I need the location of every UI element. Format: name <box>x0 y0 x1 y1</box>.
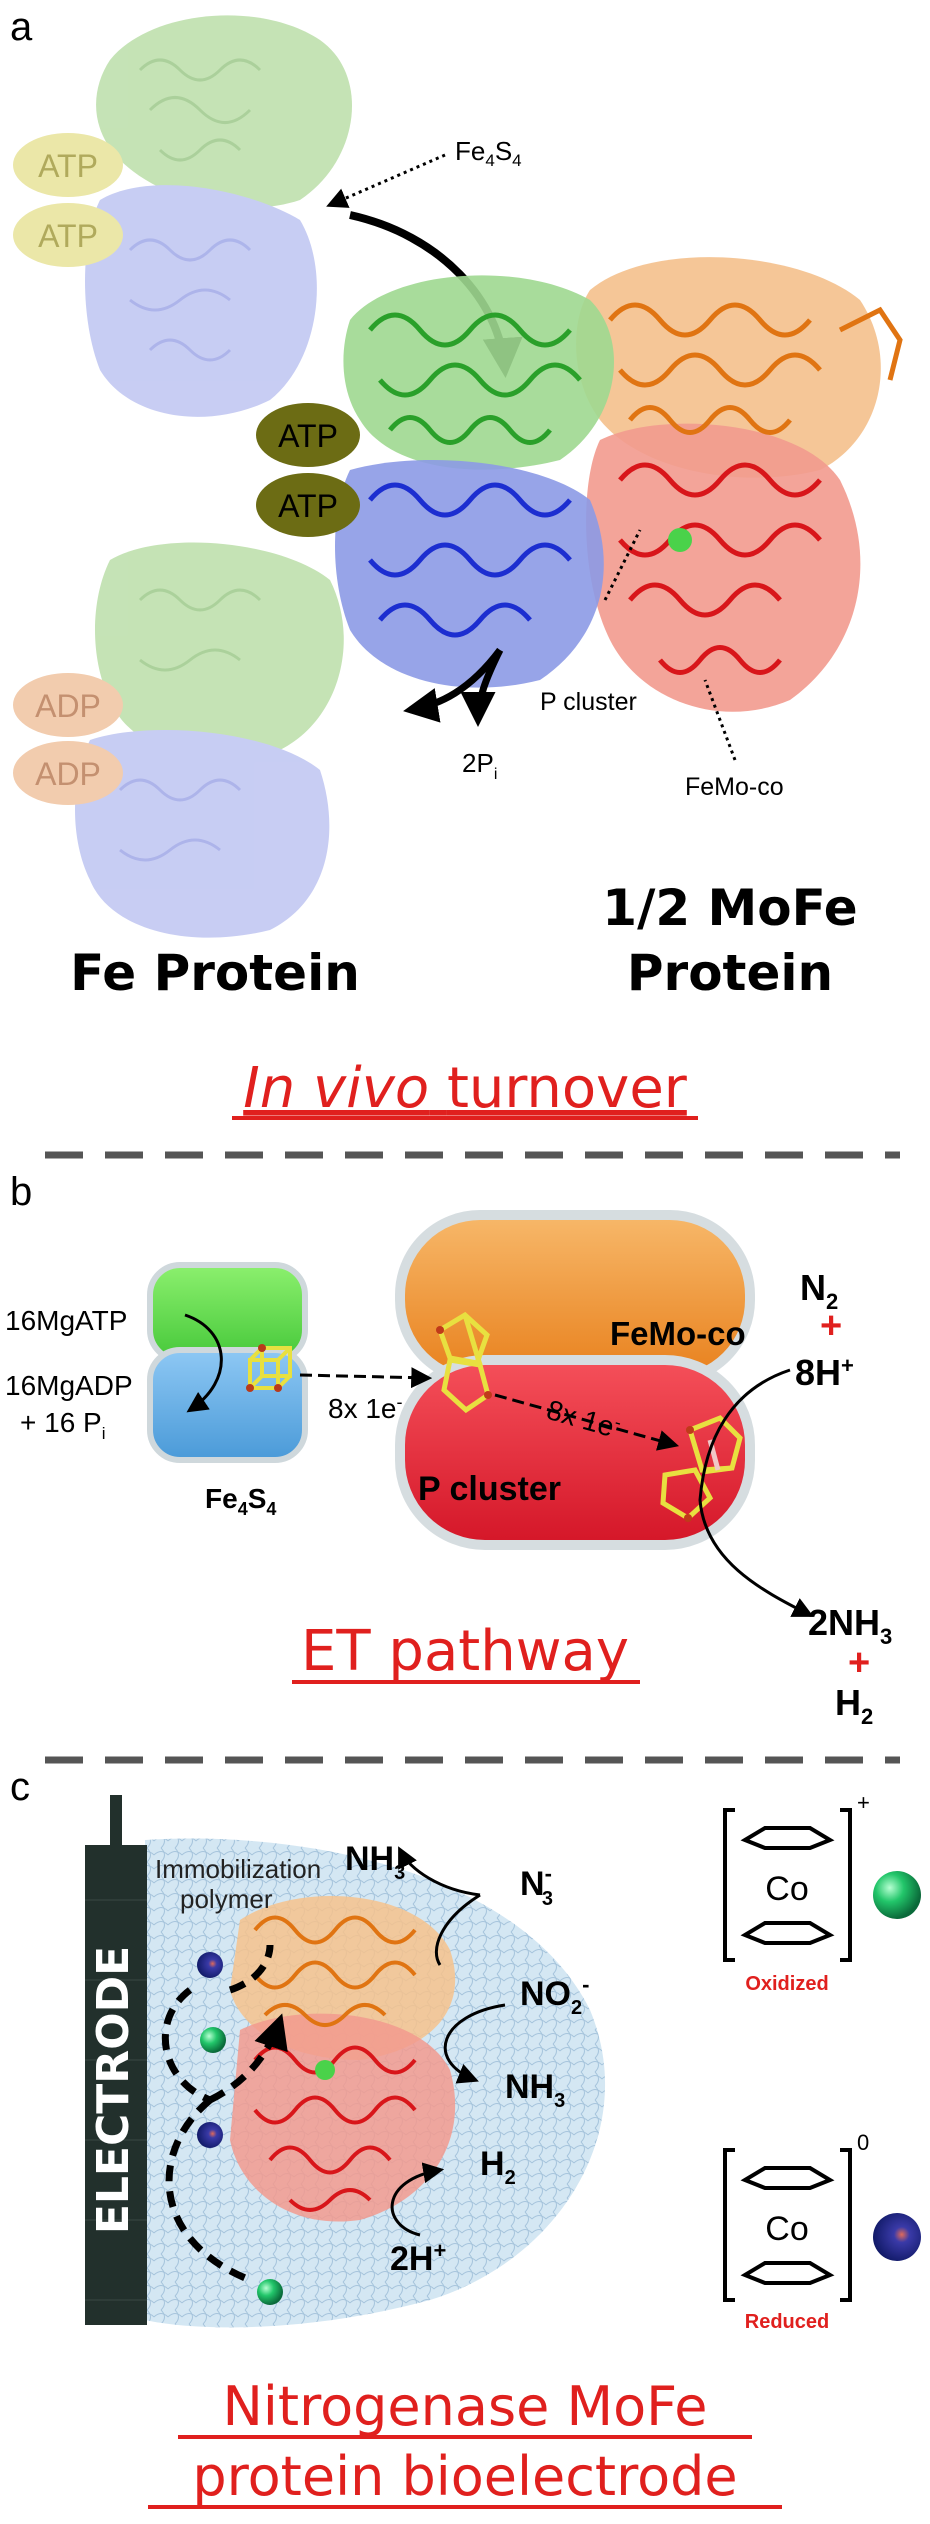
nh3-mid-label: NH3 <box>505 2068 565 2112</box>
fe-protein-blue-pill <box>147 1347 308 1463</box>
atp-faded-1 <box>13 133 123 197</box>
faded-fe-protein-top <box>85 15 353 417</box>
mediator-oxidized-1 <box>200 2027 226 2053</box>
nh3-top-label: NH3 <box>345 1840 405 1884</box>
substrate-arrow <box>698 1368 814 1617</box>
atp-active-2-label: ATP <box>278 488 338 524</box>
mediator-path-1 <box>161 1987 212 2104</box>
p-cluster-label-a: P cluster <box>540 688 637 716</box>
fe4s4-label-b: Fe4S4 <box>205 1483 276 1519</box>
mgatp-label: 16MgATP <box>5 1305 127 1336</box>
n2-label: N2 <box>800 1267 838 1314</box>
h-plus-label: 8H+ <box>795 1352 854 1393</box>
mgadp-label-line1: 16MgADP <box>5 1370 133 1401</box>
cobaltocenium-oxidized <box>723 1808 852 1962</box>
atp-faded-2 <box>13 203 123 267</box>
et-label-1: 8x 1e- <box>328 1392 403 1424</box>
femoco-label-a: FeMo-co <box>685 773 784 801</box>
p-cluster-structure <box>436 1311 492 1414</box>
mofe-label-line2: Protein <box>627 944 833 1002</box>
plus-label-2: + <box>848 1642 870 1684</box>
atp-faded-1-label: ATP <box>38 148 98 184</box>
cobaltocene-reduced <box>723 2148 852 2302</box>
panel-b-letter: b <box>10 1170 32 1214</box>
release-arrow-2 <box>460 648 504 727</box>
panel-c-letter: c <box>10 1765 30 1809</box>
fe4s4-cluster <box>246 1344 292 1392</box>
panel-c-title-line2: protein bioelectrode <box>192 2445 737 2508</box>
h2-label-c: H2 <box>480 2145 516 2189</box>
adp-faded-2-label: ADP <box>35 756 101 792</box>
co-label-reduced: Co <box>765 2210 808 2248</box>
p-cluster-label-b: P cluster <box>418 1470 561 1508</box>
atp-active-1-label: ATP <box>278 418 338 454</box>
mediator-path-2 <box>228 1944 274 1994</box>
atp-faded-2-label: ATP <box>38 218 98 254</box>
oxidized-charge: + <box>857 1790 870 1815</box>
reduced-mediator-ball <box>873 2213 921 2261</box>
atp-cycle-arrow <box>184 1313 223 1413</box>
electrode-bar <box>85 1845 147 2325</box>
electrode-lead <box>110 1795 122 1850</box>
fe4s4-pointer <box>326 153 446 208</box>
mofe-label-line1: 1/2 MoFe <box>602 879 857 937</box>
pi-label: 2Pi <box>462 748 497 783</box>
fe-protein-green-pill <box>147 1262 308 1363</box>
atp-active-2 <box>256 473 360 537</box>
nitrite-label: NO2- <box>520 1972 589 2019</box>
reduced-label: Reduced <box>745 2311 829 2333</box>
faded-fe-protein-bottom <box>75 542 344 938</box>
fe-protein <box>335 275 614 688</box>
nitrite-arrow <box>443 2003 506 2084</box>
mediator-path-3 <box>165 2097 252 2284</box>
plus-label-1: + <box>820 1305 842 1347</box>
azide-label: N-3 <box>520 1861 553 1910</box>
electrode-label: ELECTRODE <box>88 1946 139 2234</box>
femoco-pointer <box>703 679 737 761</box>
h2-label-b: H2 <box>835 1682 873 1729</box>
et-arrow-2 <box>494 1393 680 1451</box>
polymer-label-line1: Immobilization <box>155 1854 321 1884</box>
proton-label: 2H+ <box>390 2238 446 2278</box>
oxidized-label: Oxidized <box>745 1973 828 1995</box>
adp-faded-1-label: ADP <box>35 688 101 724</box>
mediator-reduced-1 <box>197 1952 223 1978</box>
panel-b-title: ET pathway <box>301 1619 629 1684</box>
adp-faded-1 <box>13 673 123 737</box>
mgadp-label-line2: + 16 Pi <box>20 1407 106 1443</box>
fe-protein-label: Fe Protein <box>70 944 360 1002</box>
mediator-path-4 <box>208 2013 288 2104</box>
oxidized-mediator-ball <box>873 1871 921 1919</box>
panel-c-title-line1: Nitrogenase MoFe <box>223 2375 708 2438</box>
co-label-oxidized: Co <box>765 1870 808 1908</box>
reduced-charge: 0 <box>857 2130 869 2155</box>
fe4s4-label-a: Fe4S4 <box>455 136 522 170</box>
azide-arc <box>434 1893 481 1966</box>
proton-arrow <box>390 2162 445 2237</box>
atp-active-1 <box>256 403 360 467</box>
et-arrow-1 <box>299 1367 433 1389</box>
nh3-label-b: 2NH3 <box>808 1602 892 1649</box>
panel-a-letter: a <box>10 5 33 49</box>
azide-arrow <box>398 1846 481 1897</box>
mofe-protein <box>576 257 903 712</box>
mediator-oxidized-2 <box>257 2279 283 2305</box>
p-cluster-pointer <box>603 529 642 601</box>
panel-a-title: In vivo turnover <box>243 1056 688 1121</box>
mediator-reduced-2 <box>197 2122 223 2148</box>
femoco-label-b: FeMo-co <box>610 1315 746 1352</box>
polymer-label-line2: polymer <box>180 1884 273 1914</box>
adp-faded-2 <box>13 741 123 805</box>
electrode-texture <box>85 1899 147 2301</box>
